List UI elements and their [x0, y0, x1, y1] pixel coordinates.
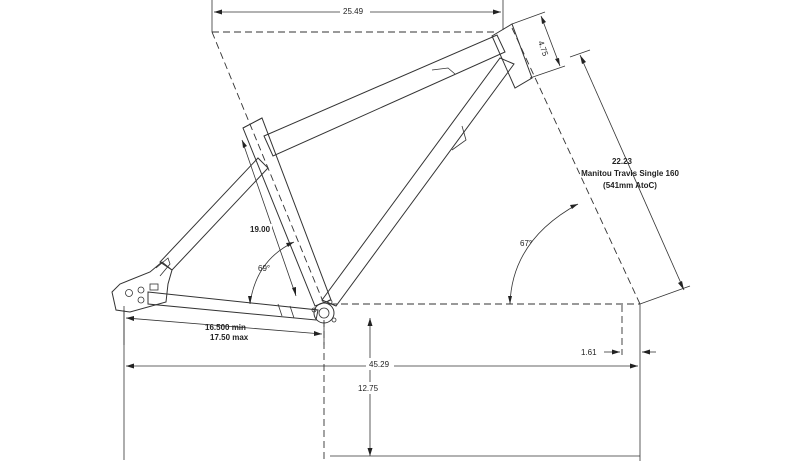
seat-tube-dimension — [241, 139, 297, 297]
top-tube-length-label: 25.49 — [343, 7, 364, 16]
dimension-labels: 25.49 4.75 22.23 Manitou Travis Single 1… — [205, 5, 679, 394]
seat-axis-line — [211, 31, 325, 305]
bb-mount-a — [311, 307, 317, 313]
seat-tube-length-label: 19.00 — [250, 225, 271, 234]
fork-offset-label: 1.61 — [581, 348, 597, 357]
seat-angle-label: 69° — [258, 264, 270, 273]
chain-stay — [147, 291, 319, 321]
top-tube-gusset — [431, 67, 456, 75]
fork-atoc-label: (541mm AtoC) — [603, 181, 657, 190]
bb-mount-b — [331, 317, 337, 323]
down-tube-gusset — [451, 125, 467, 151]
seat-tube-cap — [242, 117, 263, 129]
dropout-slot — [155, 257, 171, 277]
seat-angle-arc — [249, 241, 295, 305]
top-tube — [263, 34, 506, 157]
rear-dropout — [111, 261, 173, 313]
bb-height-label: 12.75 — [358, 384, 379, 393]
chainstay-min-label: 16.500 min — [205, 323, 246, 332]
fork-length-label: 22.23 — [612, 157, 633, 166]
chain-stay-bridge — [277, 303, 295, 319]
wheelbase-label: 45.29 — [369, 360, 390, 369]
fork-length-dimension — [579, 54, 685, 291]
construction-lines — [211, 27, 641, 460]
chainstay-max-label: 17.50 max — [210, 333, 249, 342]
seat-tube — [242, 117, 332, 307]
frame-outline — [111, 23, 533, 324]
head-tube-dimension — [540, 15, 561, 67]
head-angle-label: 67° — [520, 239, 532, 248]
rear-axle-bolt — [125, 289, 133, 297]
head-angle-arc — [509, 203, 579, 305]
chainstay-dimension — [125, 317, 323, 335]
dropout-bolt-b — [137, 296, 145, 304]
dimension-lines — [123, 0, 691, 461]
dropout-bolt-a — [137, 286, 145, 294]
seat-stay — [159, 157, 269, 271]
head-tube-length-label: 4.75 — [536, 40, 550, 58]
head-tube — [491, 23, 533, 89]
steering-axis-line — [511, 27, 641, 305]
down-tube — [321, 57, 515, 307]
fork-model-label: Manitou Travis Single 160 — [581, 169, 679, 178]
dropout-tab — [149, 283, 159, 291]
bottom-bracket-inner — [318, 307, 330, 319]
